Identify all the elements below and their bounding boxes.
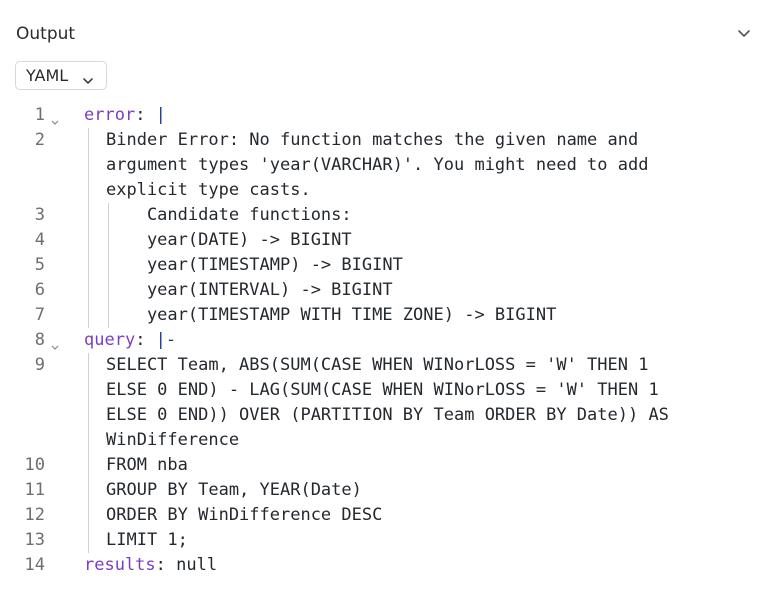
- line-number: 2: [34, 130, 45, 150]
- code-text: explicit type casts.: [106, 180, 311, 200]
- yaml-value: : null: [155, 555, 218, 575]
- code-text: SELECT Team, ABS(SUM(CASE WHEN WINorLOSS…: [106, 355, 649, 375]
- fold-chevron-icon[interactable]: [50, 112, 60, 125]
- line-number: 6: [34, 280, 45, 300]
- yaml-colon: :: [135, 105, 156, 125]
- line-number: 11: [24, 480, 45, 500]
- code-text: WinDifference: [106, 430, 240, 450]
- block-indicator: |: [155, 105, 166, 125]
- code-text: year(INTERVAL) -> BIGINT: [106, 280, 393, 300]
- code-text: LIMIT 1;: [106, 530, 188, 550]
- code-line: 6 year(INTERVAL) -> BIGINT: [0, 278, 773, 303]
- code-line: 7 year(TIMESTAMP WITH TIME ZONE) -> BIGI…: [0, 303, 773, 328]
- code-text: ORDER BY WinDifference DESC: [106, 505, 383, 525]
- code-text: ELSE 0 END) - LAG(SUM(CASE WHEN WINorLOS…: [106, 380, 659, 400]
- code-line: 13 LIMIT 1;: [0, 528, 773, 553]
- fold-chevron-icon[interactable]: [50, 337, 60, 350]
- panel-title: Output: [16, 24, 76, 44]
- code-text: argument types 'year(VARCHAR)'. You migh…: [106, 155, 649, 175]
- block-indicator: |-: [155, 330, 177, 350]
- code-line: 11 GROUP BY Team, YEAR(Date): [0, 478, 773, 503]
- line-number: 10: [24, 455, 45, 475]
- yaml-key: error: [84, 105, 136, 125]
- code-text: year(DATE) -> BIGINT: [106, 230, 352, 250]
- format-select[interactable]: YAML: [15, 61, 107, 90]
- code-text: FROM nba: [106, 455, 188, 475]
- indent-guide: [88, 353, 89, 553]
- code-line: 2 Binder Error: No function matches the …: [0, 128, 773, 203]
- yaml-key: results: [84, 555, 156, 575]
- line-number: 9: [34, 355, 45, 375]
- yaml-key: query: [84, 330, 136, 350]
- code-line: 14 results: null: [0, 553, 773, 578]
- line-number: 1: [34, 105, 45, 125]
- indent-guide: [108, 203, 109, 328]
- code-text: GROUP BY Team, YEAR(Date): [106, 480, 362, 500]
- indent-guide: [88, 128, 89, 328]
- output-panel-header: Output: [16, 22, 753, 46]
- code-line: 3 Candidate functions:: [0, 203, 773, 228]
- line-number: 13: [24, 530, 45, 550]
- code-line: 12 ORDER BY WinDifference DESC: [0, 503, 773, 528]
- line-number: 7: [34, 305, 45, 325]
- code-line: 5 year(TIMESTAMP) -> BIGINT: [0, 253, 773, 278]
- code-line: 9 SELECT Team, ABS(SUM(CASE WHEN WINorLO…: [0, 353, 773, 453]
- code-text: Candidate functions:: [106, 205, 352, 225]
- code-line: 8 query: |-: [0, 328, 773, 353]
- chevron-down-icon[interactable]: [735, 26, 753, 42]
- yaml-colon: :: [135, 330, 156, 350]
- code-line: 10 FROM nba: [0, 453, 773, 478]
- code-line: 1 error: |: [0, 103, 773, 128]
- line-number: 3: [34, 205, 45, 225]
- line-number: 4: [34, 230, 45, 250]
- code-text: year(TIMESTAMP) -> BIGINT: [106, 255, 403, 275]
- line-number: 8: [34, 330, 45, 350]
- line-number: 12: [24, 505, 45, 525]
- format-select-value: YAML: [26, 66, 69, 85]
- line-number: 14: [24, 555, 45, 575]
- chevron-down-icon: [82, 71, 94, 84]
- code-text: ELSE 0 END)) OVER (PARTITION BY Team ORD…: [106, 405, 669, 425]
- code-line: 4 year(DATE) -> BIGINT: [0, 228, 773, 253]
- code-text: year(TIMESTAMP WITH TIME ZONE) -> BIGINT: [106, 305, 557, 325]
- code-text: Binder Error: No function matches the gi…: [106, 130, 639, 150]
- line-number: 5: [34, 255, 45, 275]
